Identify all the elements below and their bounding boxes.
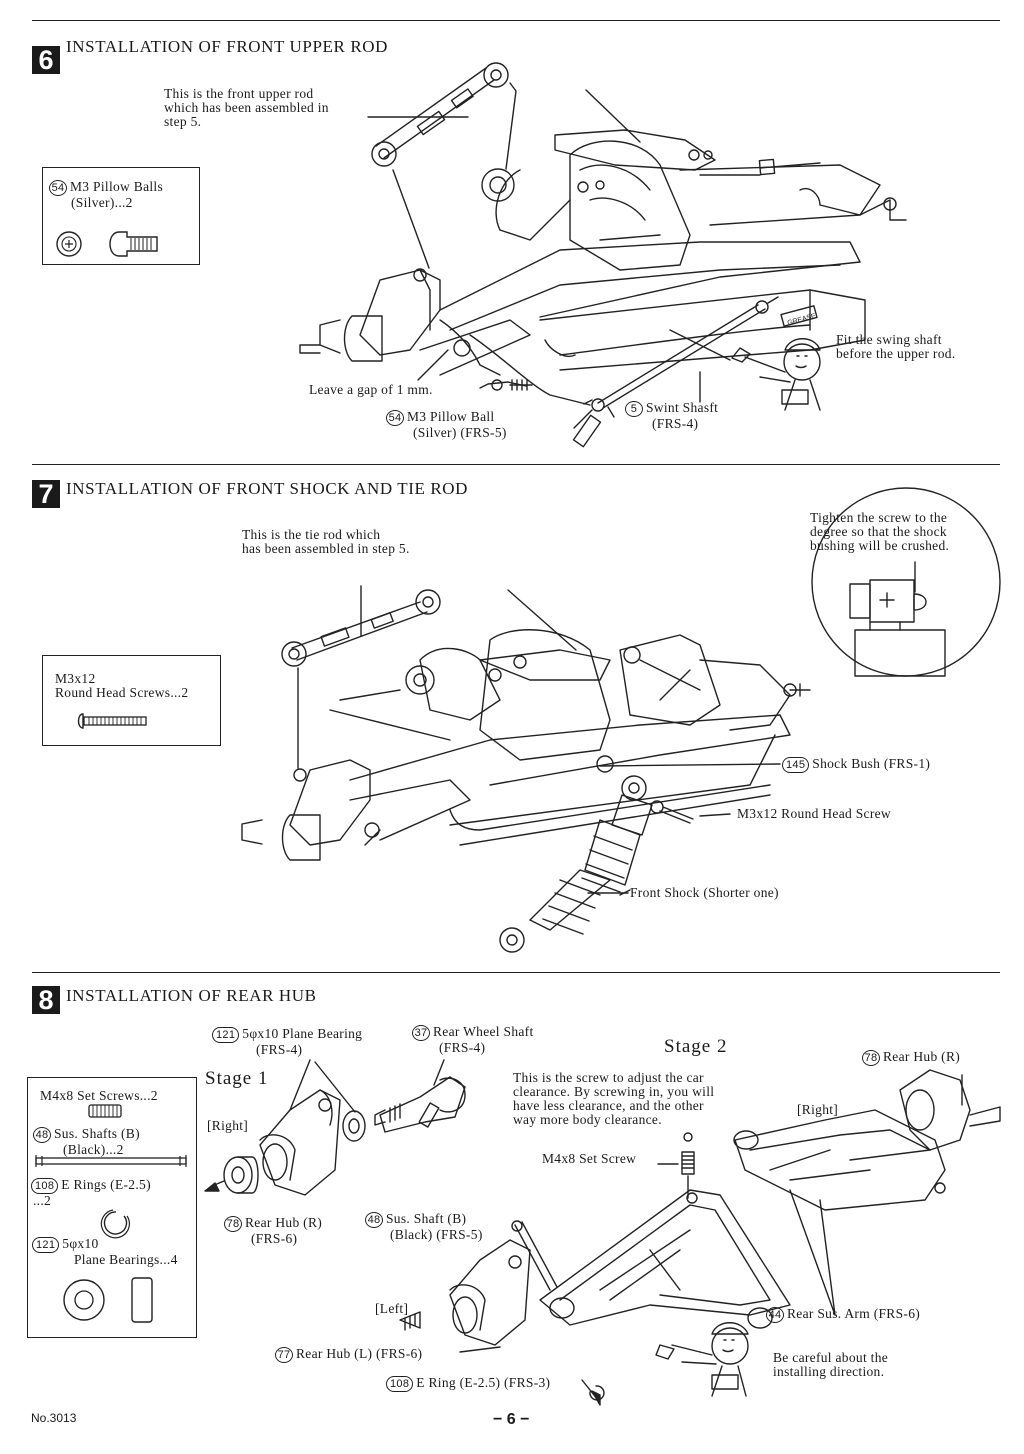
step-6-number: 6 [32,46,60,74]
note-installing-direction: Be careful about the installing directio… [773,1350,889,1379]
part-number-badge: 48 [33,1127,51,1143]
plane-bearing-side-icon [131,1277,153,1323]
part-number-badge: 37 [412,1025,430,1041]
note-leave-gap: Leave a gap of 1 mm. [309,382,433,397]
rear-sus-arm-part [540,1190,790,1328]
step8-drawing [205,1060,1000,1405]
part-set-screws: M4x8 Set Screws...2 [40,1088,158,1103]
parts-box-step7: M3x12 Round Head Screws...2 [42,655,221,746]
rear-wheel-shaft-part [375,1077,465,1132]
part-number-badge: 77 [275,1347,293,1363]
note-clearance-screw: This is the screw to adjust the car clea… [513,1070,715,1127]
mechanic-character-icon [732,339,820,410]
rear-arm-right-assembled [734,1070,1000,1210]
step7-chassis-drawing [242,488,1000,952]
tie-rod [282,590,440,666]
front-upper-rod [372,63,508,166]
part-number-badge: 121 [32,1237,60,1253]
section-divider-top [32,20,1000,21]
part-number-badge: 48 [365,1212,383,1228]
pillow-ball-side-icon [109,231,158,257]
page-number: − 6 − [493,1411,530,1428]
m3x12-screw [651,801,730,823]
label-set-screw: M4x8 Set Screw [542,1151,637,1166]
label-right-stage2: [Right] [797,1102,839,1117]
stage-1-title: Stage 1 [205,1068,269,1089]
part-number-badge: 5 [625,401,643,417]
front-gear-box [482,130,715,270]
note-tie-rod: This is the tie rod which has been assem… [242,527,410,556]
step-8-number: 8 [32,986,60,1014]
swing-shaft [470,297,778,411]
part-number-badge: 54 [386,410,404,426]
part-number-badge: 54 [49,180,67,196]
set-screw-part [658,1133,694,1198]
rear-hub-right-part [260,1090,340,1195]
part-number-badge: 108 [386,1376,414,1392]
section-divider-step7 [32,464,1000,465]
part-number-badge: 108 [31,1178,59,1194]
part-number-badge: 78 [224,1216,242,1232]
step-8-title: INSTALLATION OF REAR HUB [66,986,317,1005]
grease-tag-1: GREASE [781,306,817,327]
section-divider-step8 [32,972,1000,973]
step-7-number: 7 [32,480,60,508]
pillow-ball-front-icon [56,231,82,257]
step6-chassis-drawing: GREASE [300,63,906,447]
front-knuckle-left [300,269,500,375]
label-front-shock: Front Shock (Shorter one) [630,885,779,900]
part-number-badge: 145 [782,757,810,773]
part-number-badge: 121 [212,1027,240,1043]
note-front-upper-rod: This is the front upper rod which has be… [164,86,329,129]
step-6-title: INSTALLATION OF FRONT UPPER ROD [66,37,389,56]
plane-bearing-front-icon [63,1279,105,1321]
set-screw-icon [88,1104,122,1118]
stage-2-title: Stage 2 [664,1036,728,1057]
label-round-head-screw: M3x12 Round Head Screw [737,806,891,821]
label-right-stage1: [Right] [207,1118,249,1133]
note-fit-swing-shaft: Fit the swing shaft before the upper rod… [836,332,956,361]
round-head-screw-icon [77,713,147,729]
grease-tag-2 [573,415,600,446]
model-number: No.3013 [31,1411,77,1425]
note-tighten-screw: Tighten the screw to the degree so that … [810,510,950,553]
front-shock [500,776,652,952]
mechanic-character-icon [656,1323,748,1396]
part-round-head-screws: M3x12 Round Head Screws...2 [55,671,189,700]
part-number-badge: 78 [862,1050,880,1066]
shock-bush-detail [812,488,1000,676]
e-ring-icon [100,1209,130,1239]
sus-shaft-icon [35,1155,187,1167]
rear-hub-left-part [400,1240,530,1352]
label-left: [Left] [375,1301,409,1316]
mounted-shock [620,635,810,730]
step-7-title: INSTALLATION OF FRONT SHOCK AND TIE ROD [66,479,469,498]
